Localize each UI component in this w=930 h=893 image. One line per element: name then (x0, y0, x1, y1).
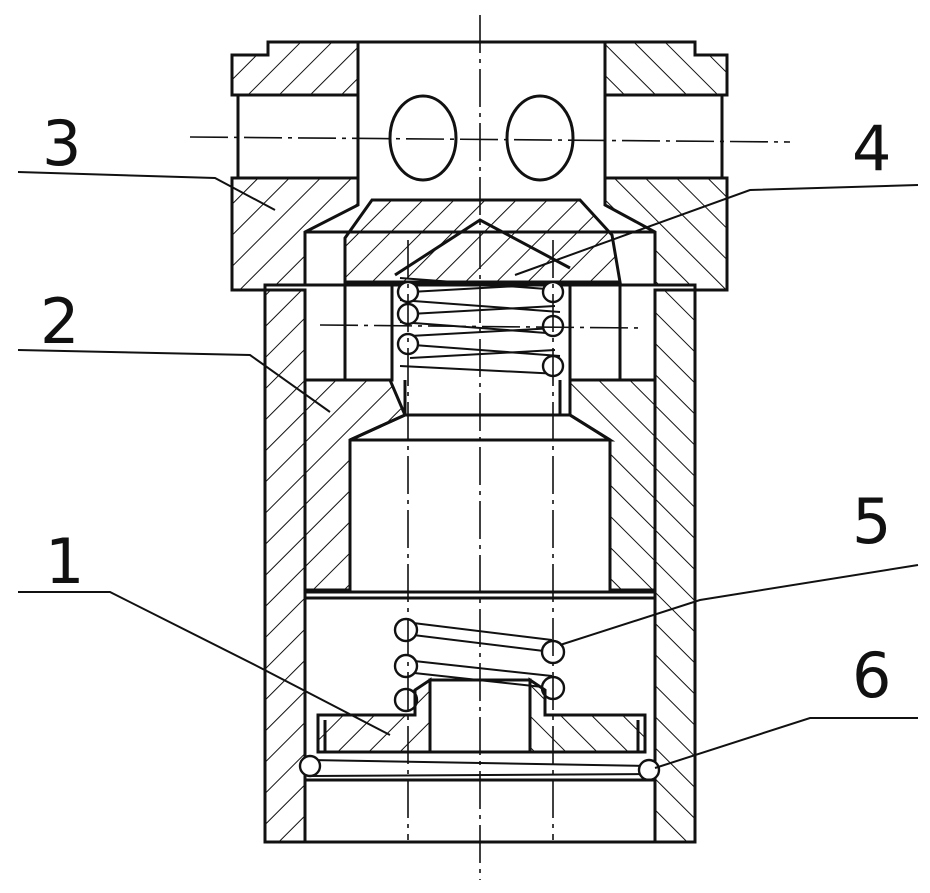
callout-1: 1 (45, 525, 84, 598)
callout-4: 4 (852, 112, 891, 185)
inner-piston-part-2 (303, 378, 657, 600)
callout-labels: 3 2 1 4 5 6 (40, 107, 891, 712)
upper-body-part-3 (230, 40, 729, 292)
bottom-seat-part-1 (316, 677, 647, 754)
callout-6: 6 (852, 639, 891, 712)
callout-3: 3 (42, 107, 81, 180)
callout-5: 5 (852, 485, 891, 558)
callout-2: 2 (40, 285, 79, 358)
center-lines (189, 15, 791, 880)
leader-lines (17, 171, 919, 769)
